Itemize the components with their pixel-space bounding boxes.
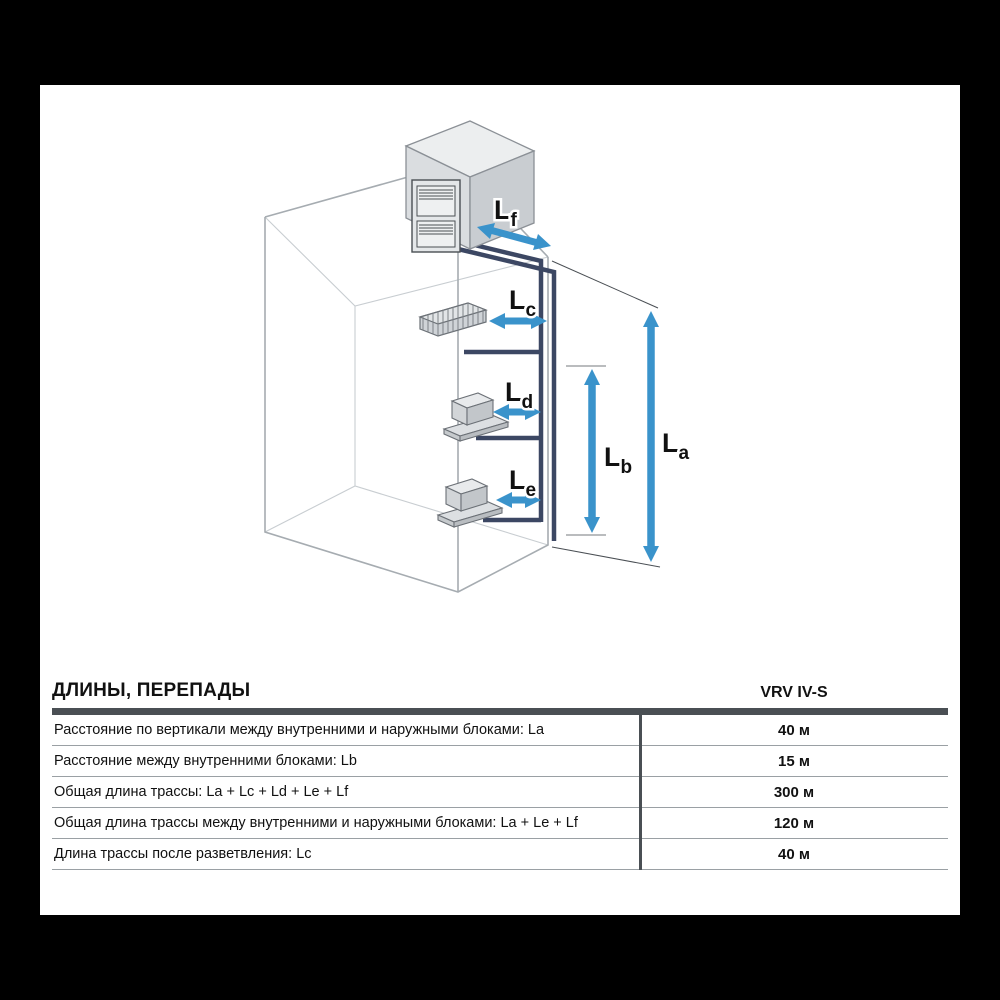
refrigerant-pipes bbox=[457, 238, 557, 541]
table-row: Общая длина трассы: La + Lc + Ld + Le + … bbox=[52, 777, 948, 808]
dimension-arrows bbox=[477, 223, 659, 562]
arrow-ld bbox=[493, 404, 541, 420]
table-row: Длина трассы после разветвления: Lc 40 м bbox=[52, 839, 948, 870]
duct-ribs bbox=[422, 303, 484, 336]
row-label: Расстояние по вертикали между внутренним… bbox=[54, 722, 545, 738]
arrow-lb bbox=[584, 369, 600, 533]
table-row: Расстояние по вертикали между внутренним… bbox=[52, 715, 948, 746]
indoor-unit-duct bbox=[418, 302, 488, 337]
label-lc: Lc bbox=[509, 285, 537, 321]
arrow-lc bbox=[489, 313, 547, 329]
table-body: Расстояние по вертикали между внутренним… bbox=[52, 715, 948, 870]
indoor-unit-3 bbox=[436, 478, 504, 528]
column-header-vrv: VRV IV-S bbox=[760, 684, 828, 701]
row-value: 40 м bbox=[778, 721, 810, 739]
row-value: 300 м bbox=[773, 783, 815, 801]
label-le: Le bbox=[509, 465, 536, 501]
outdoor-unit-grille bbox=[411, 179, 461, 253]
label-lb: Lb bbox=[604, 442, 632, 478]
table-row: Общая длина трассы между внутренними и н… bbox=[52, 808, 948, 839]
spec-table: ДЛИНЫ, ПЕРЕПАДЫ VRV IV-S Расстояние по в… bbox=[52, 676, 948, 870]
arrow-le bbox=[496, 492, 541, 508]
column-divider bbox=[639, 715, 642, 870]
header-separator-bar bbox=[52, 708, 948, 715]
label-la: La bbox=[662, 428, 690, 464]
label-ld: Ld bbox=[505, 377, 533, 413]
row-label: Длина трассы после разветвления: Lc bbox=[54, 846, 312, 862]
building-hidden-edges bbox=[264, 216, 549, 546]
row-label: Расстояние между внутренними блоками: Lb bbox=[54, 753, 357, 769]
indoor-unit-2 bbox=[442, 392, 510, 442]
row-label: Общая длина трассы между внутренними и н… bbox=[54, 815, 578, 831]
table-header: ДЛИНЫ, ПЕРЕПАДЫ VRV IV-S bbox=[52, 676, 948, 702]
table-row: Расстояние между внутренними блоками: Lb… bbox=[52, 746, 948, 777]
row-label: Общая длина трассы: La + Lc + Ld + Le + … bbox=[54, 784, 349, 800]
row-value: 40 м bbox=[778, 845, 810, 863]
table-title: ДЛИНЫ, ПЕРЕПАДЫ bbox=[52, 680, 251, 701]
arrow-lf bbox=[477, 223, 551, 250]
row-value: 15 м bbox=[778, 752, 810, 770]
arrow-la bbox=[643, 311, 659, 562]
dimension-labels: Lf Lc Ld Le Lb La bbox=[492, 193, 693, 504]
row-value: 120 м bbox=[773, 814, 815, 832]
guide-lines bbox=[551, 260, 661, 568]
